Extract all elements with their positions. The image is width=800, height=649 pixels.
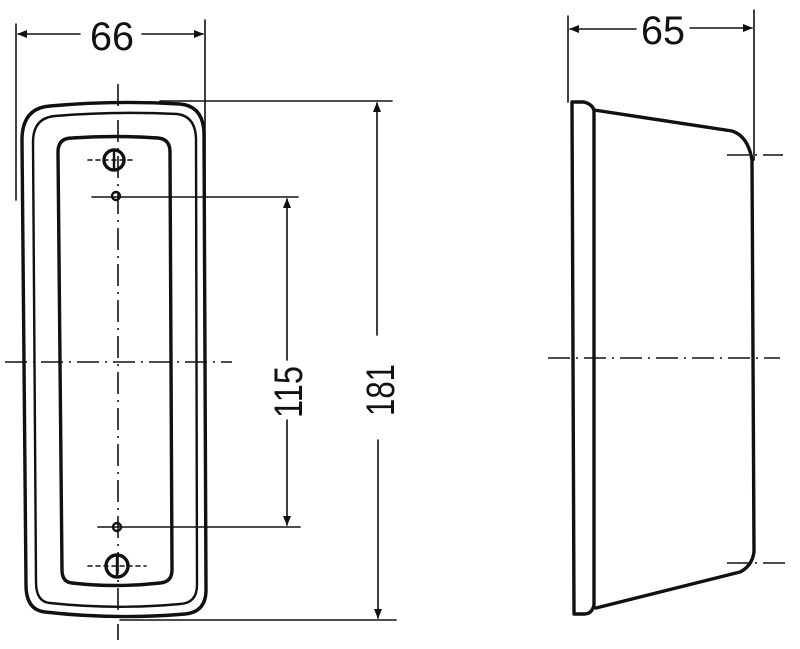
housing-outer-outline [20,100,208,619]
front-view: 66 115 181 [5,15,403,640]
depth-dimension-label: 65 [641,9,685,53]
side-body-outline [592,108,756,610]
hole-spacing-label: 115 [267,366,311,418]
housing-inner-rim [31,111,199,608]
top-pin-icon [110,190,122,202]
width-dimension-label: 66 [90,15,134,59]
height-dimension-label: 181 [359,364,403,416]
width-dimension: 66 [15,15,206,201]
height-dimension: 181 [119,100,403,621]
side-view: 65 [548,9,790,616]
top-mounting-hole-icon [87,148,135,172]
depth-dimension: 65 [567,9,755,161]
lens-outline [56,134,174,588]
bottom-mounting-hole-icon [87,553,147,579]
side-flange-outline [570,100,596,616]
hole-spacing-dimension: 115 [91,196,311,528]
